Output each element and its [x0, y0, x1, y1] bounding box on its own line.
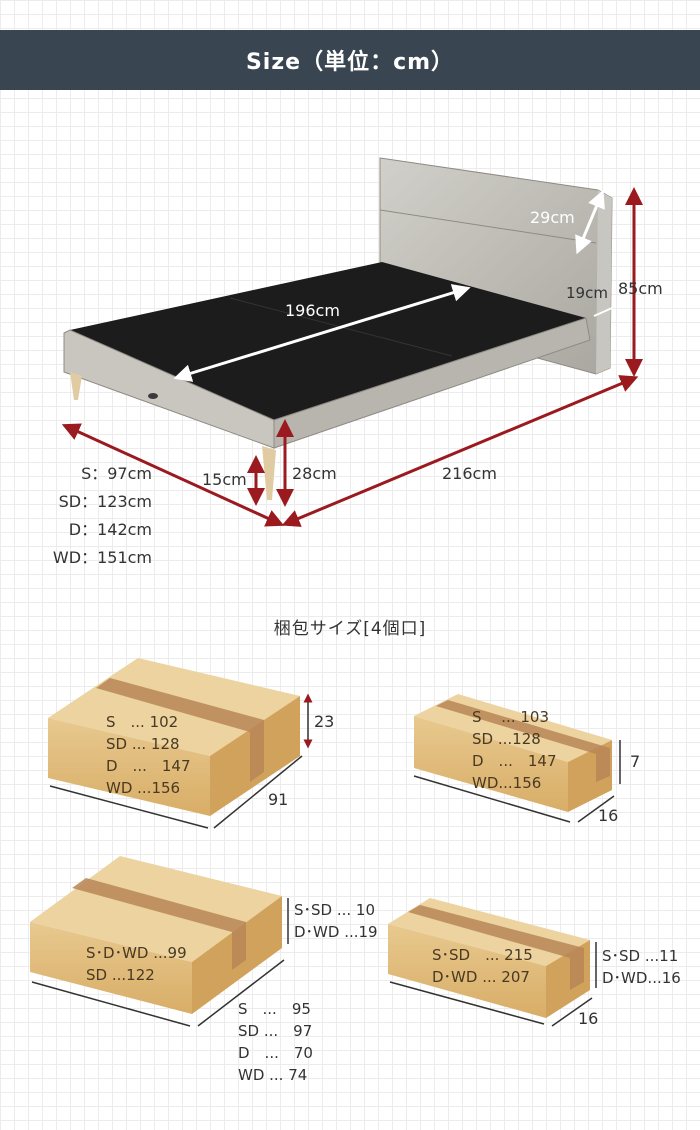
width-row-d: D：142cm [68, 520, 152, 539]
label-frame-height: 28cm [292, 464, 337, 483]
package-box-2 [414, 694, 612, 812]
box2-length-line [413, 775, 571, 823]
box4-lengths: S･SD ... 215 D･WD ... 207 [432, 946, 533, 986]
arrow-total-length [281, 375, 639, 527]
box1-depth-line [213, 755, 303, 829]
label-leg-height: 15cm [202, 470, 247, 489]
arrow-shelf [575, 189, 605, 255]
packaging-title: 梱包サイズ[4個口] [273, 619, 427, 639]
box3-lengths: S･D･WD ...99 SD ...122 [86, 944, 187, 984]
label-headboard-depth: 19cm [566, 284, 608, 302]
page-header: Size（単位：cm） [0, 30, 700, 90]
box3-widths: S ... 95 SD ... 97 D ... 70 WD ... 74 [238, 1000, 313, 1084]
box3-heights: S･SD ... 10 D･WD ...19 [294, 901, 378, 941]
label-shelf: 29cm [530, 208, 575, 227]
package-box-1 [48, 658, 300, 816]
arrow-width [61, 423, 285, 527]
box4-heights: S･SD ...11 D･WD...16 [602, 947, 681, 987]
package-box-4 [388, 898, 590, 1018]
width-row-wd: WD：151cm [52, 548, 152, 567]
box2-depth-line [577, 795, 615, 823]
arrow-inner-length [173, 284, 471, 382]
label-total-length: 216cm [442, 464, 497, 483]
leg-front [262, 446, 276, 500]
leg-front-left [70, 372, 82, 400]
box1-depth: 91 [268, 790, 289, 809]
box3-length-line [31, 981, 191, 1027]
box2-lengths: S ... 103 SD ...128 D ... 147 WD...156 [472, 708, 557, 792]
box2-height: 7 [630, 752, 641, 771]
box1-height: 23 [314, 712, 335, 731]
label-inner-length: 196cm [285, 301, 340, 320]
box4-length-line [389, 981, 545, 1025]
package-box-3 [30, 856, 282, 1014]
header-title: Size（単位：cm） [245, 50, 455, 75]
box4-depth-line [551, 997, 593, 1027]
width-row-s: S：97cm [81, 464, 152, 483]
box1-lengths: S ... 102 SD ... 128 D ... 147 WD ...156 [106, 713, 191, 797]
label-total-height: 85cm [618, 279, 663, 298]
box2-depth: 16 [598, 806, 619, 825]
width-row-sd: SD：123cm [58, 492, 152, 511]
box4-depth: 16 [578, 1009, 599, 1028]
arrow-head-depth [593, 307, 613, 317]
box1-length-line [49, 785, 209, 829]
box3-depth-line [197, 959, 285, 1027]
